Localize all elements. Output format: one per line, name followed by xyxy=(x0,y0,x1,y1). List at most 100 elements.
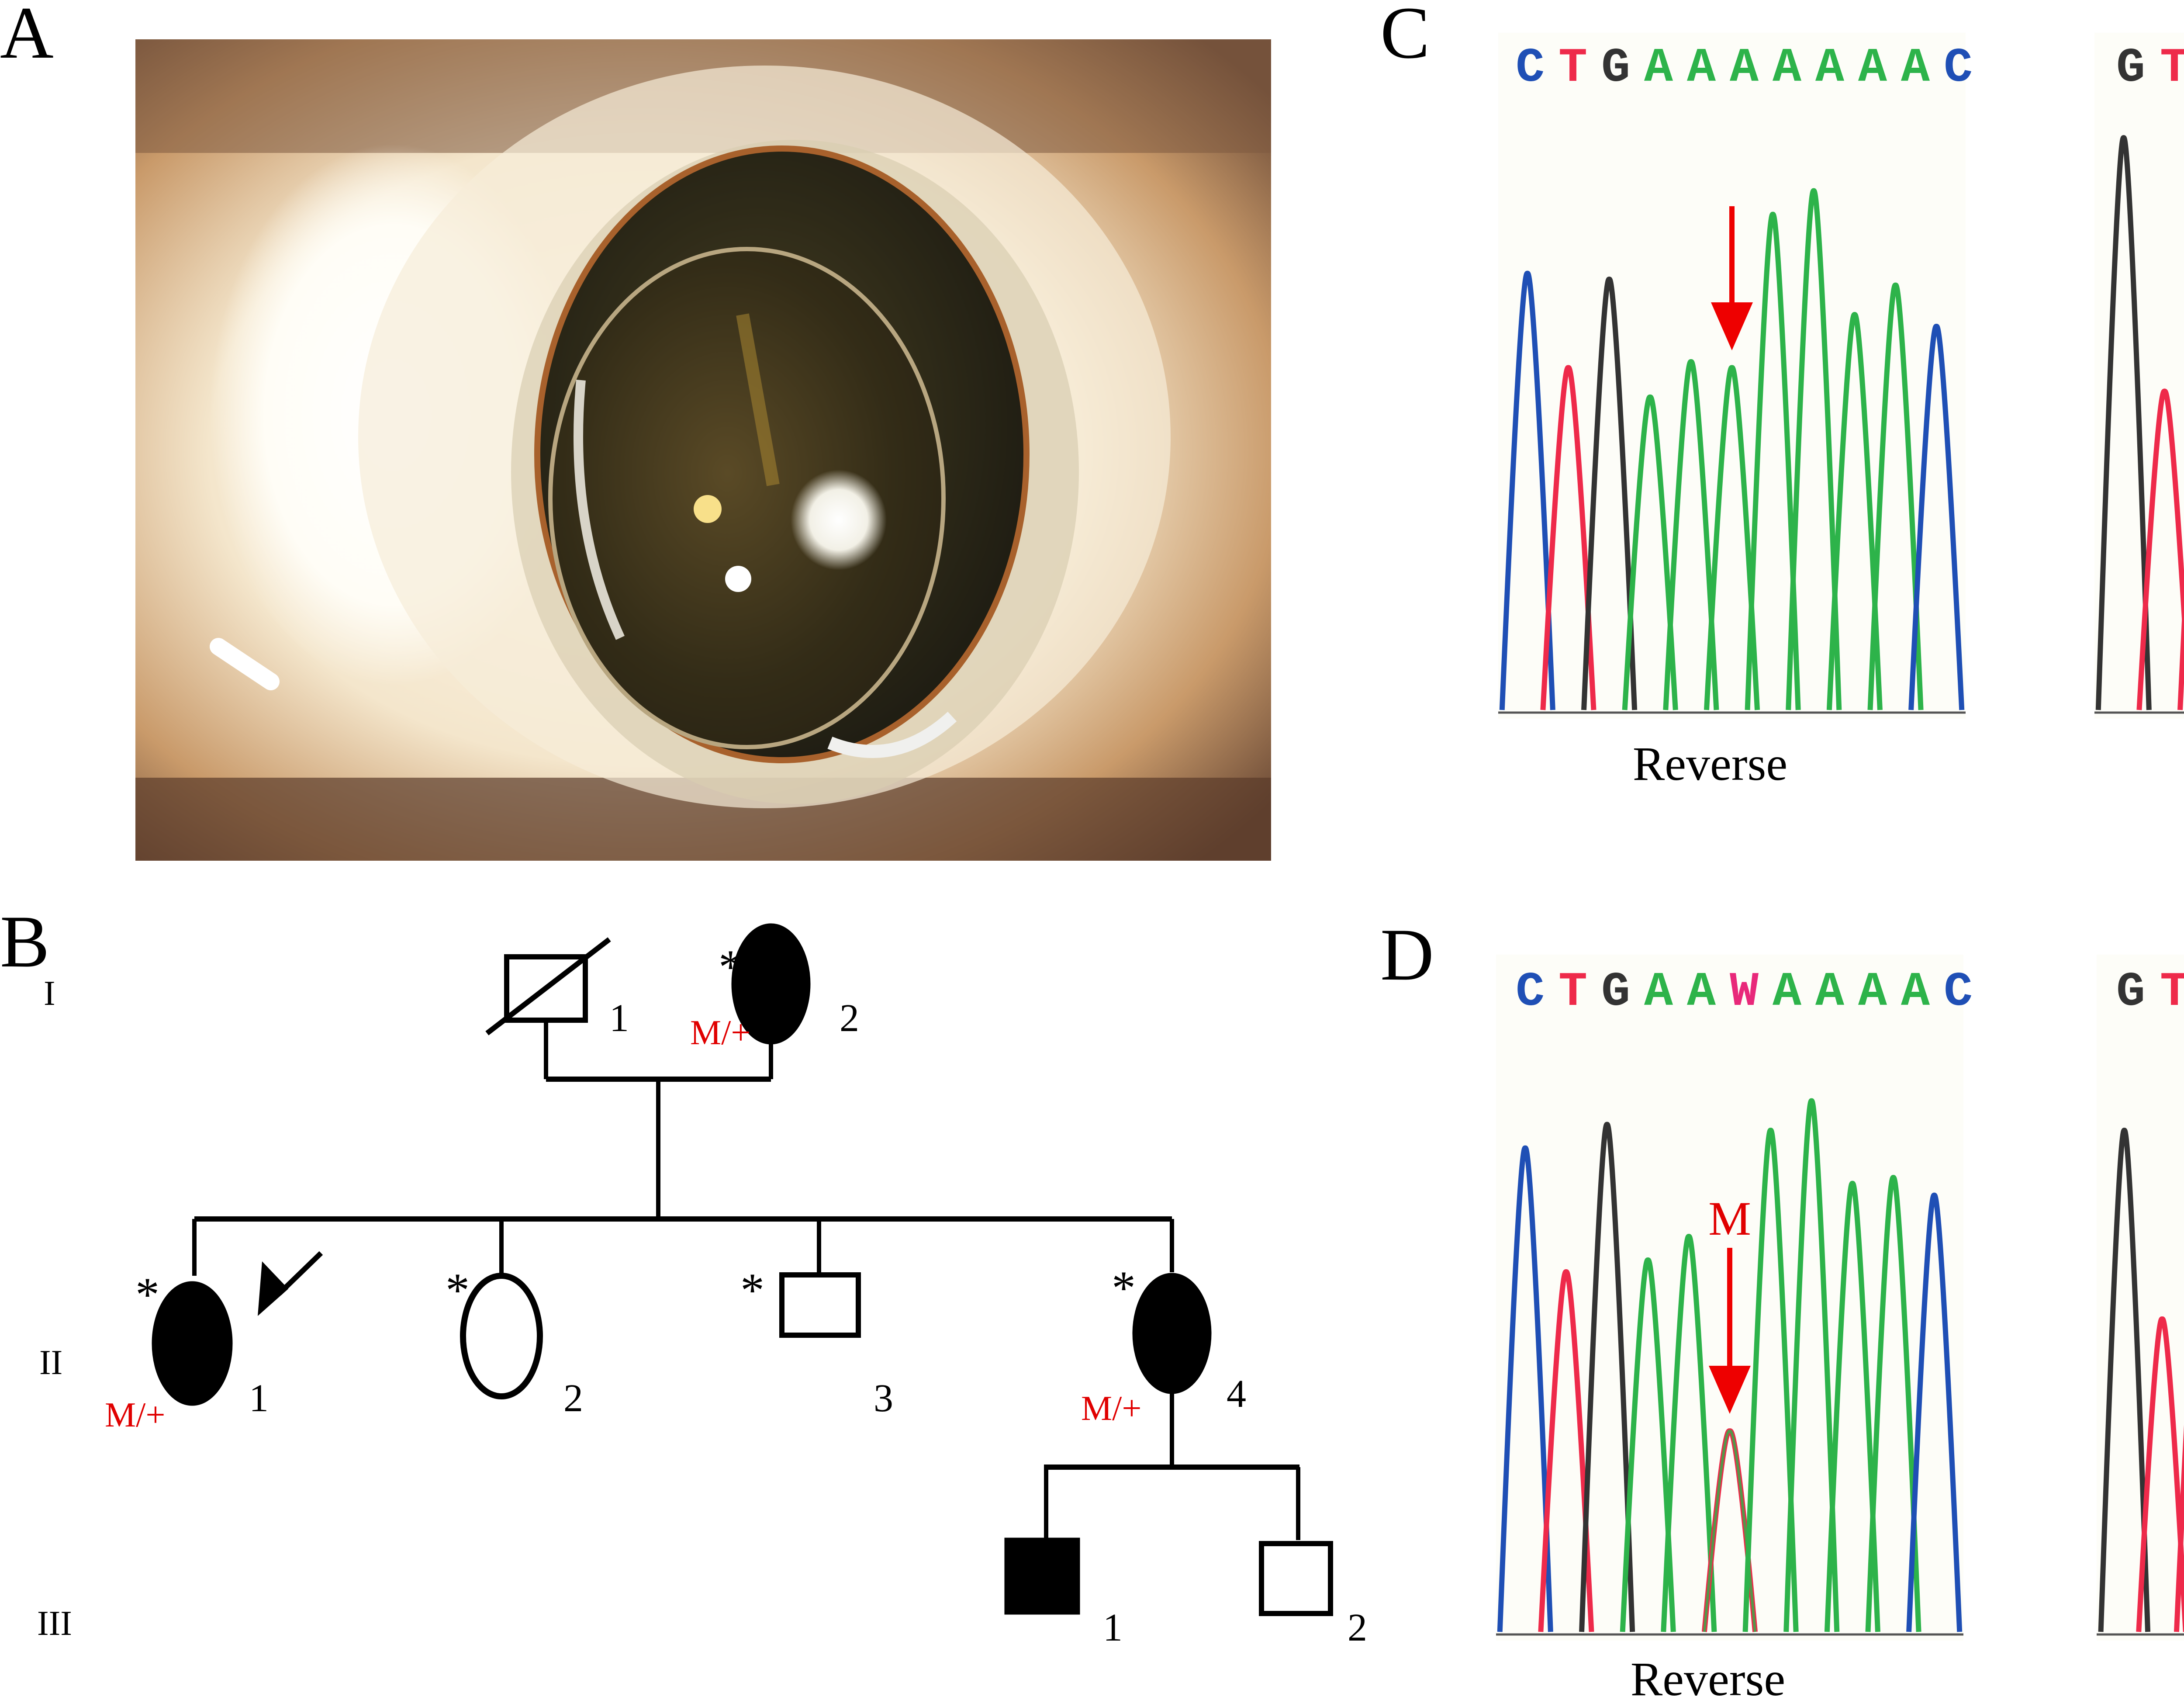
chromatogram-peak xyxy=(1906,1192,1963,1632)
base-call-letter: G xyxy=(2116,41,2145,96)
base-call-letter: T xyxy=(2160,41,2184,96)
chromatogram-peak xyxy=(1783,1098,1840,1632)
individual-II-2-number: 2 xyxy=(563,1377,583,1420)
chromatogram-peak xyxy=(1663,359,1719,710)
chromatogram-peak xyxy=(1865,1175,1921,1632)
deceased-slash-icon xyxy=(485,937,611,1035)
chromatogram-peak xyxy=(1786,188,1842,710)
base-call-letter: A xyxy=(1901,41,1930,96)
chromatogram-d-forward: GTTTTNTTNGMForward xyxy=(2097,955,2184,1641)
chromatogram-peak xyxy=(1497,1145,1553,1632)
base-call-letter: T xyxy=(1559,41,1587,96)
sequenced-marker-II-3: * xyxy=(740,1264,764,1317)
individual-I-2-number: 2 xyxy=(840,997,859,1040)
generation-label-iii: III xyxy=(37,1604,72,1643)
lower-crescent xyxy=(827,711,957,758)
pigment-deposits xyxy=(736,313,780,486)
chromatogram-peak xyxy=(1826,312,1883,710)
mutation-arrow-icon xyxy=(1709,1248,1751,1414)
chromatogram-peak xyxy=(1579,1122,1635,1632)
sequenced-marker-I-2: * xyxy=(719,940,743,994)
base-call-letter: A xyxy=(1815,965,1845,1020)
chromatogram-peak xyxy=(1704,365,1760,710)
base-call-letter: A xyxy=(1687,965,1716,1020)
chromatogram-background xyxy=(2097,955,2184,1641)
chromatogram-peak xyxy=(1745,211,1801,710)
sequenced-marker-II-1: * xyxy=(135,1268,159,1321)
individual-II-1-symbol xyxy=(152,1281,233,1406)
eye-photograph xyxy=(135,39,1271,861)
genotype-II-1: M/+ xyxy=(105,1396,165,1434)
chromatogram-peak xyxy=(2098,1128,2151,1632)
panel-letter-d: D xyxy=(1380,914,1434,996)
base-call-letter: G xyxy=(2116,965,2145,1020)
chromatogram-peak-overlap xyxy=(1703,1430,1757,1632)
dislocated-lens xyxy=(548,247,946,749)
individual-I-1-number: 1 xyxy=(609,997,629,1040)
individual-III-1-symbol xyxy=(1004,1537,1080,1615)
chromatogram-peak xyxy=(1540,365,1597,710)
individual-III-1-number: 1 xyxy=(1103,1606,1123,1649)
individual-II-3-number: 3 xyxy=(874,1377,893,1420)
base-call-letter: A xyxy=(1730,41,1759,96)
chromatogram-peak xyxy=(1742,1128,1799,1632)
lens-edge-reflection xyxy=(574,380,625,640)
chromatogram-peak xyxy=(1620,1257,1676,1632)
panel-letter-a: A xyxy=(0,0,54,74)
mutation-label: M xyxy=(1708,1192,1751,1245)
chromatogram-caption: Reverse xyxy=(1631,1652,1785,1700)
generation-label-ii: II xyxy=(39,1343,62,1382)
chromatogram-peak xyxy=(1908,324,1965,710)
sequenced-marker-II-4: * xyxy=(1112,1261,1136,1315)
base-call-letter: W xyxy=(1730,965,1759,1020)
lens-opacity xyxy=(791,470,887,570)
lower-glare xyxy=(210,638,280,690)
chromatogram-peak xyxy=(1867,282,1924,710)
base-call-letter: A xyxy=(1901,965,1930,1020)
individual-II-2-symbol xyxy=(460,1273,543,1399)
base-call-letter: T xyxy=(2160,965,2184,1020)
chromatogram-peak xyxy=(2136,1316,2184,1632)
base-call-letter: C xyxy=(1944,41,1973,96)
base-call-letter: A xyxy=(1644,965,1673,1020)
individual-III-2-symbol xyxy=(1259,1541,1333,1616)
reflection-spot-2 xyxy=(725,566,751,592)
individual-II-1-number: 1 xyxy=(249,1377,269,1420)
individual-II-4-symbol xyxy=(1132,1273,1212,1394)
base-call-letter: G xyxy=(1601,965,1630,1020)
base-call-letter: T xyxy=(1559,965,1587,1020)
chromatogram-peak xyxy=(1824,1181,1880,1632)
reflection-spot-1 xyxy=(694,495,722,523)
panel-letter-c: C xyxy=(1380,0,1430,74)
base-call-letter: G xyxy=(1601,41,1630,96)
chromatogram-peak xyxy=(2136,388,2184,710)
base-call-letter: C xyxy=(1516,965,1545,1020)
chromatogram-peak xyxy=(1499,270,1555,710)
base-call-letter: C xyxy=(1516,41,1545,96)
chromatogram-caption: Reverse xyxy=(1633,737,1787,790)
chromatogram-peak xyxy=(1538,1269,1594,1632)
individual-III-2-number: 2 xyxy=(1348,1606,1367,1649)
genotype-II-4: M/+ xyxy=(1081,1389,1141,1428)
chromatogram-peak xyxy=(1581,277,1638,710)
chromatogram-peak xyxy=(2095,135,2152,710)
base-call-letter: A xyxy=(1858,41,1887,96)
generation-label-i: I xyxy=(44,974,55,1013)
base-call-letter: A xyxy=(1687,41,1716,96)
individual-II-3-symbol xyxy=(779,1272,861,1338)
base-call-letter: A xyxy=(1815,41,1845,96)
panel-letter-b: B xyxy=(0,900,50,983)
base-call-letter: C xyxy=(1944,965,1973,1020)
base-call-letter: A xyxy=(1644,41,1673,96)
genotype-I-2: M/+ xyxy=(690,1014,750,1052)
chromatogram-peak xyxy=(1661,1234,1717,1632)
chromatogram-c-forward: GTTTTTTTNGForward xyxy=(2094,33,2184,719)
base-call-letter: A xyxy=(1773,41,1802,96)
mutation-arrow-icon xyxy=(1711,206,1753,350)
sequenced-marker-II-2: * xyxy=(446,1264,470,1317)
base-call-letter: A xyxy=(1858,965,1887,1020)
pedigree-chart: I II III 1 * M/+ 2 * M/+ 1 * 2 xyxy=(37,923,1367,1649)
individual-II-4-number: 4 xyxy=(1227,1372,1246,1416)
